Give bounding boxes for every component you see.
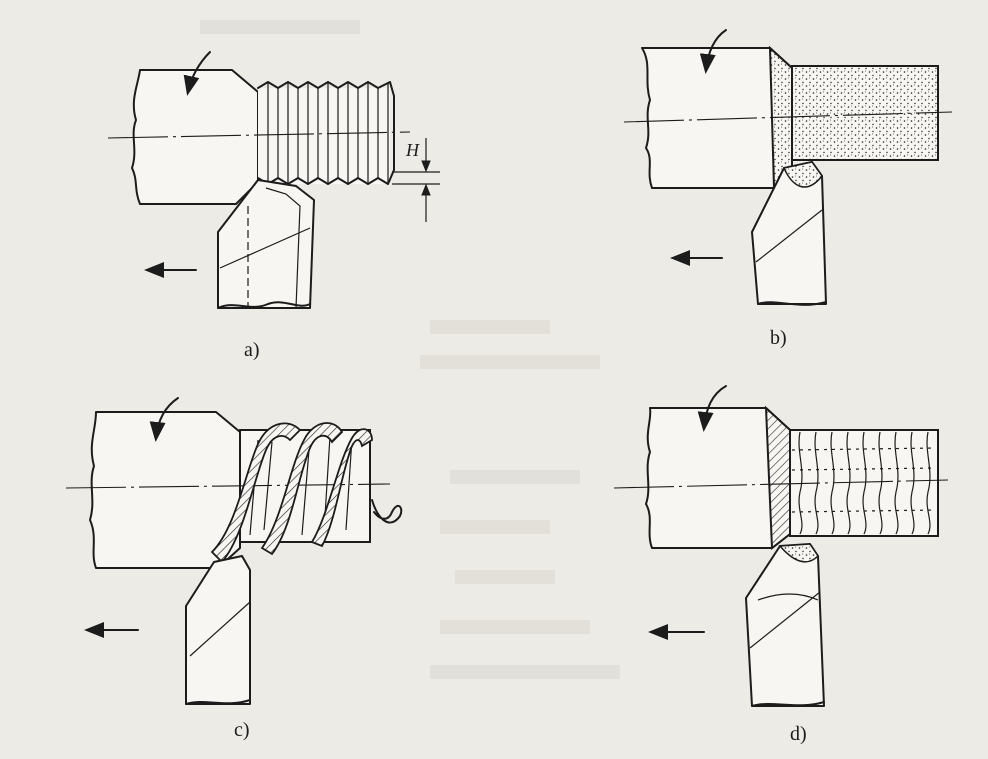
dimension-h: H <box>392 138 440 222</box>
panel-b: b) <box>623 29 953 349</box>
segmented-texture <box>791 431 937 535</box>
rotation-arrow-c <box>149 397 179 442</box>
rotation-arrow-b <box>699 29 727 74</box>
workpiece-body-d <box>645 407 791 549</box>
thread-section <box>257 81 395 185</box>
workpiece-body-c <box>89 411 241 569</box>
continuous-chip <box>210 422 403 564</box>
dimension-h-label: H <box>405 140 420 160</box>
panel-b-label: b) <box>770 327 787 349</box>
center-line-a <box>107 131 411 139</box>
segment-chip <box>778 543 819 563</box>
tool-b <box>751 161 827 306</box>
center-line-b <box>623 111 953 123</box>
panel-c: c) <box>65 397 403 741</box>
panel-d: d) <box>613 385 949 745</box>
rotation-arrow-d <box>697 385 727 432</box>
center-line-d <box>613 479 949 489</box>
tool-d <box>745 543 825 707</box>
tool-c <box>185 555 251 705</box>
panel-a: H a) <box>107 51 440 361</box>
rotation-arrow-a <box>183 51 211 96</box>
workpiece-body-a <box>131 69 259 205</box>
granular-stock <box>791 65 939 161</box>
panel-a-label: a) <box>244 339 260 361</box>
background-text-residue <box>200 20 620 679</box>
workpiece-body-b <box>641 47 793 189</box>
thread-tool <box>217 179 315 309</box>
granular-chip <box>782 161 823 188</box>
panel-c-label: c) <box>234 719 250 741</box>
panel-d-label: d) <box>790 723 807 745</box>
